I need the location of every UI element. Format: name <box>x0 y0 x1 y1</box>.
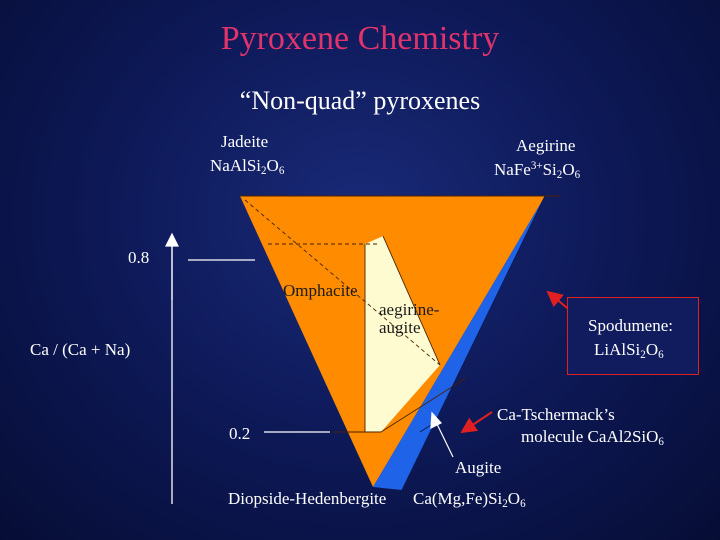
axis-tick-0.2: 0.2 <box>229 424 251 443</box>
augite-label: Augite <box>455 458 502 477</box>
spodumene-formula: LiAlSi2O6 <box>594 340 664 361</box>
spodumene-box <box>567 297 699 375</box>
jadeite-formula: NaAlSi2O6 <box>210 156 285 177</box>
tschermak-label: Ca-Tschermack’s <box>497 405 615 424</box>
aegirine-augite-label-2: augite <box>379 318 421 337</box>
aegirine-augite-label-1: aegirine- <box>379 300 440 319</box>
augite-formula: Ca(Mg,Fe)Si2O6 <box>413 489 526 510</box>
tschermak-arrow <box>460 411 493 434</box>
axis-tick-0.8: 0.8 <box>128 248 150 267</box>
omphacite-label: Omphacite <box>283 281 358 300</box>
diopside-hedenbergite-label: Diopside-Hedenbergite <box>228 489 387 508</box>
page-subtitle: “Non-quad” pyroxenes <box>239 86 481 115</box>
aegirine-label: Aegirine <box>516 136 576 155</box>
jadeite-label: Jadeite <box>221 132 269 151</box>
spodumene-label: Spodumene: <box>588 316 673 335</box>
aegirine-formula: NaFe3+Si2O6 <box>494 160 581 181</box>
omphacite-pale-field <box>365 236 440 432</box>
blue-tschermak-field <box>373 196 545 490</box>
page-title: Pyroxene Chemistry <box>220 20 500 57</box>
tschermak-formula: molecule CaAl2SiO6 <box>521 427 664 448</box>
axis-label: Ca / (Ca + Na) <box>30 340 131 359</box>
